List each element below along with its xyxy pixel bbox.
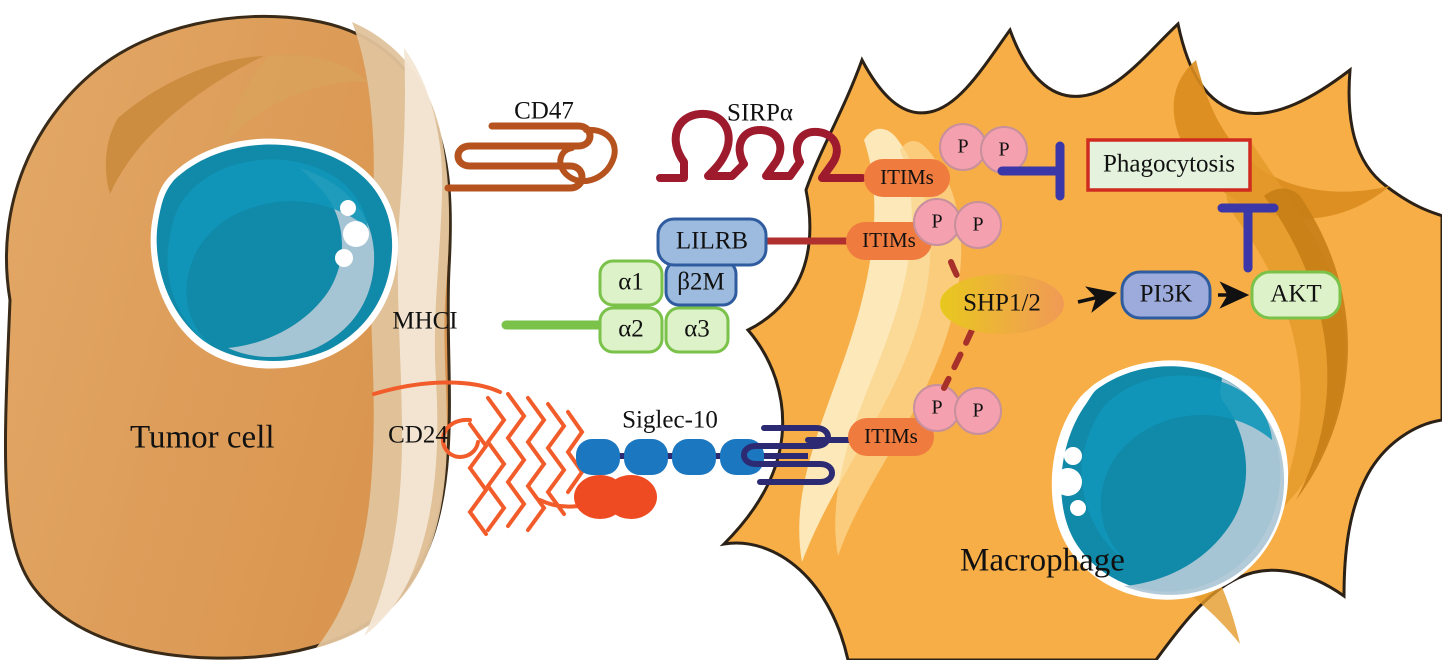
itim-label-2: ITIMs bbox=[862, 228, 916, 252]
mhc-subunit-b2m: β2M bbox=[664, 259, 738, 307]
tumor-cell: Tumor cell bbox=[3, 14, 452, 660]
tumor-top-fold bbox=[105, 56, 265, 194]
macrophage-nucleus bbox=[1051, 360, 1289, 600]
macrophage-cell: Macrophage bbox=[719, 21, 1442, 660]
phospho-pair-1: P P bbox=[939, 123, 1028, 174]
mhc-subunit-alpha1: α1 bbox=[598, 259, 664, 307]
mhc-subunit-alpha1-label: α1 bbox=[618, 269, 644, 296]
cd24-glycan-loop bbox=[441, 417, 480, 459]
itim-to-shp-dashed-lower bbox=[941, 327, 975, 391]
shp-label: SHP1/2 bbox=[963, 290, 1041, 317]
lilrb-receptor: LILRB bbox=[656, 217, 768, 267]
cd24-siglec10-axis: CD24 Siglec-10 bbox=[372, 380, 869, 536]
phospho-label-2a: P bbox=[931, 211, 942, 233]
mhc-subunit-alpha3: α3 bbox=[664, 306, 730, 354]
siglec10-label: Siglec-10 bbox=[622, 407, 718, 434]
akt-inhibits-phagocytosis bbox=[1217, 203, 1279, 273]
itim-group-1: ITIMs P P bbox=[864, 123, 1028, 197]
itim-group-2: ITIMs P P bbox=[846, 198, 1002, 260]
itim-label-1: ITIMs bbox=[880, 165, 934, 189]
tumor-nucleus bbox=[150, 138, 399, 369]
itim-label-3: ITIMs bbox=[864, 424, 918, 448]
phospho-pair-2: P P bbox=[913, 198, 1002, 249]
macrophage-fold-mid bbox=[1225, 140, 1346, 520]
phagocytosis-label: Phagocytosis bbox=[1103, 151, 1235, 178]
pi3k-label: PI3K bbox=[1140, 281, 1193, 308]
cd24-domains bbox=[574, 475, 657, 519]
cd47-sirpa-axis: CD47 SIRPα bbox=[444, 98, 866, 192]
phospho-label-1a: P bbox=[957, 136, 968, 158]
macrophage-label: Macrophage bbox=[960, 543, 1125, 579]
akt-node: AKT bbox=[1250, 270, 1342, 320]
shp-node: SHP1/2 bbox=[940, 274, 1064, 334]
sirpa-label: SIRPα bbox=[727, 100, 793, 127]
cd24-label: CD24 bbox=[388, 422, 448, 449]
mhc-subunit-alpha2: α2 bbox=[598, 306, 664, 354]
mhc-subunit-alpha3-label: α3 bbox=[684, 316, 710, 343]
phospho-pair-3: P P bbox=[913, 384, 1002, 435]
phospho-label-2b: P bbox=[972, 214, 983, 236]
lilrb-label: LILRB bbox=[676, 228, 748, 255]
tumor-cell-label: Tumor cell bbox=[130, 420, 275, 456]
macrophage-fold-dark bbox=[1264, 188, 1348, 500]
mhci-lilrb-axis: MHCI α1 β2M α2 α3 LILRB bbox=[392, 217, 866, 354]
phospho-label-3b: P bbox=[972, 400, 983, 422]
itim-inhibits-phagocytosis bbox=[997, 141, 1065, 201]
phagocytosis-node: Phagocytosis bbox=[1086, 138, 1252, 192]
mhci-label: MHCI bbox=[392, 308, 457, 335]
shp-to-pi3k-arrow bbox=[1077, 286, 1118, 313]
akt-label: AKT bbox=[1270, 281, 1321, 308]
cd24-mucin-zigzags bbox=[467, 392, 585, 536]
siglec10-transmembrane-coil bbox=[741, 425, 835, 485]
mhc-subunit-b2m-label: β2M bbox=[677, 269, 724, 296]
mhc-subunit-alpha2-label: α2 bbox=[618, 316, 644, 343]
cd24-glycan-tail bbox=[372, 380, 502, 396]
phospho-label-1b: P bbox=[998, 139, 1009, 161]
pi3k-node: PI3K bbox=[1120, 270, 1212, 320]
tumor-membrane-inner bbox=[364, 48, 443, 636]
itim-group-3: ITIMs P P bbox=[848, 384, 1002, 456]
sirpa-receptor bbox=[656, 109, 866, 182]
phospho-label-3a: P bbox=[931, 397, 942, 419]
cd47-extracellular-loop bbox=[557, 126, 618, 185]
cd47-label: CD47 bbox=[514, 98, 574, 125]
tumor-top-fold-2 bbox=[222, 55, 368, 146]
